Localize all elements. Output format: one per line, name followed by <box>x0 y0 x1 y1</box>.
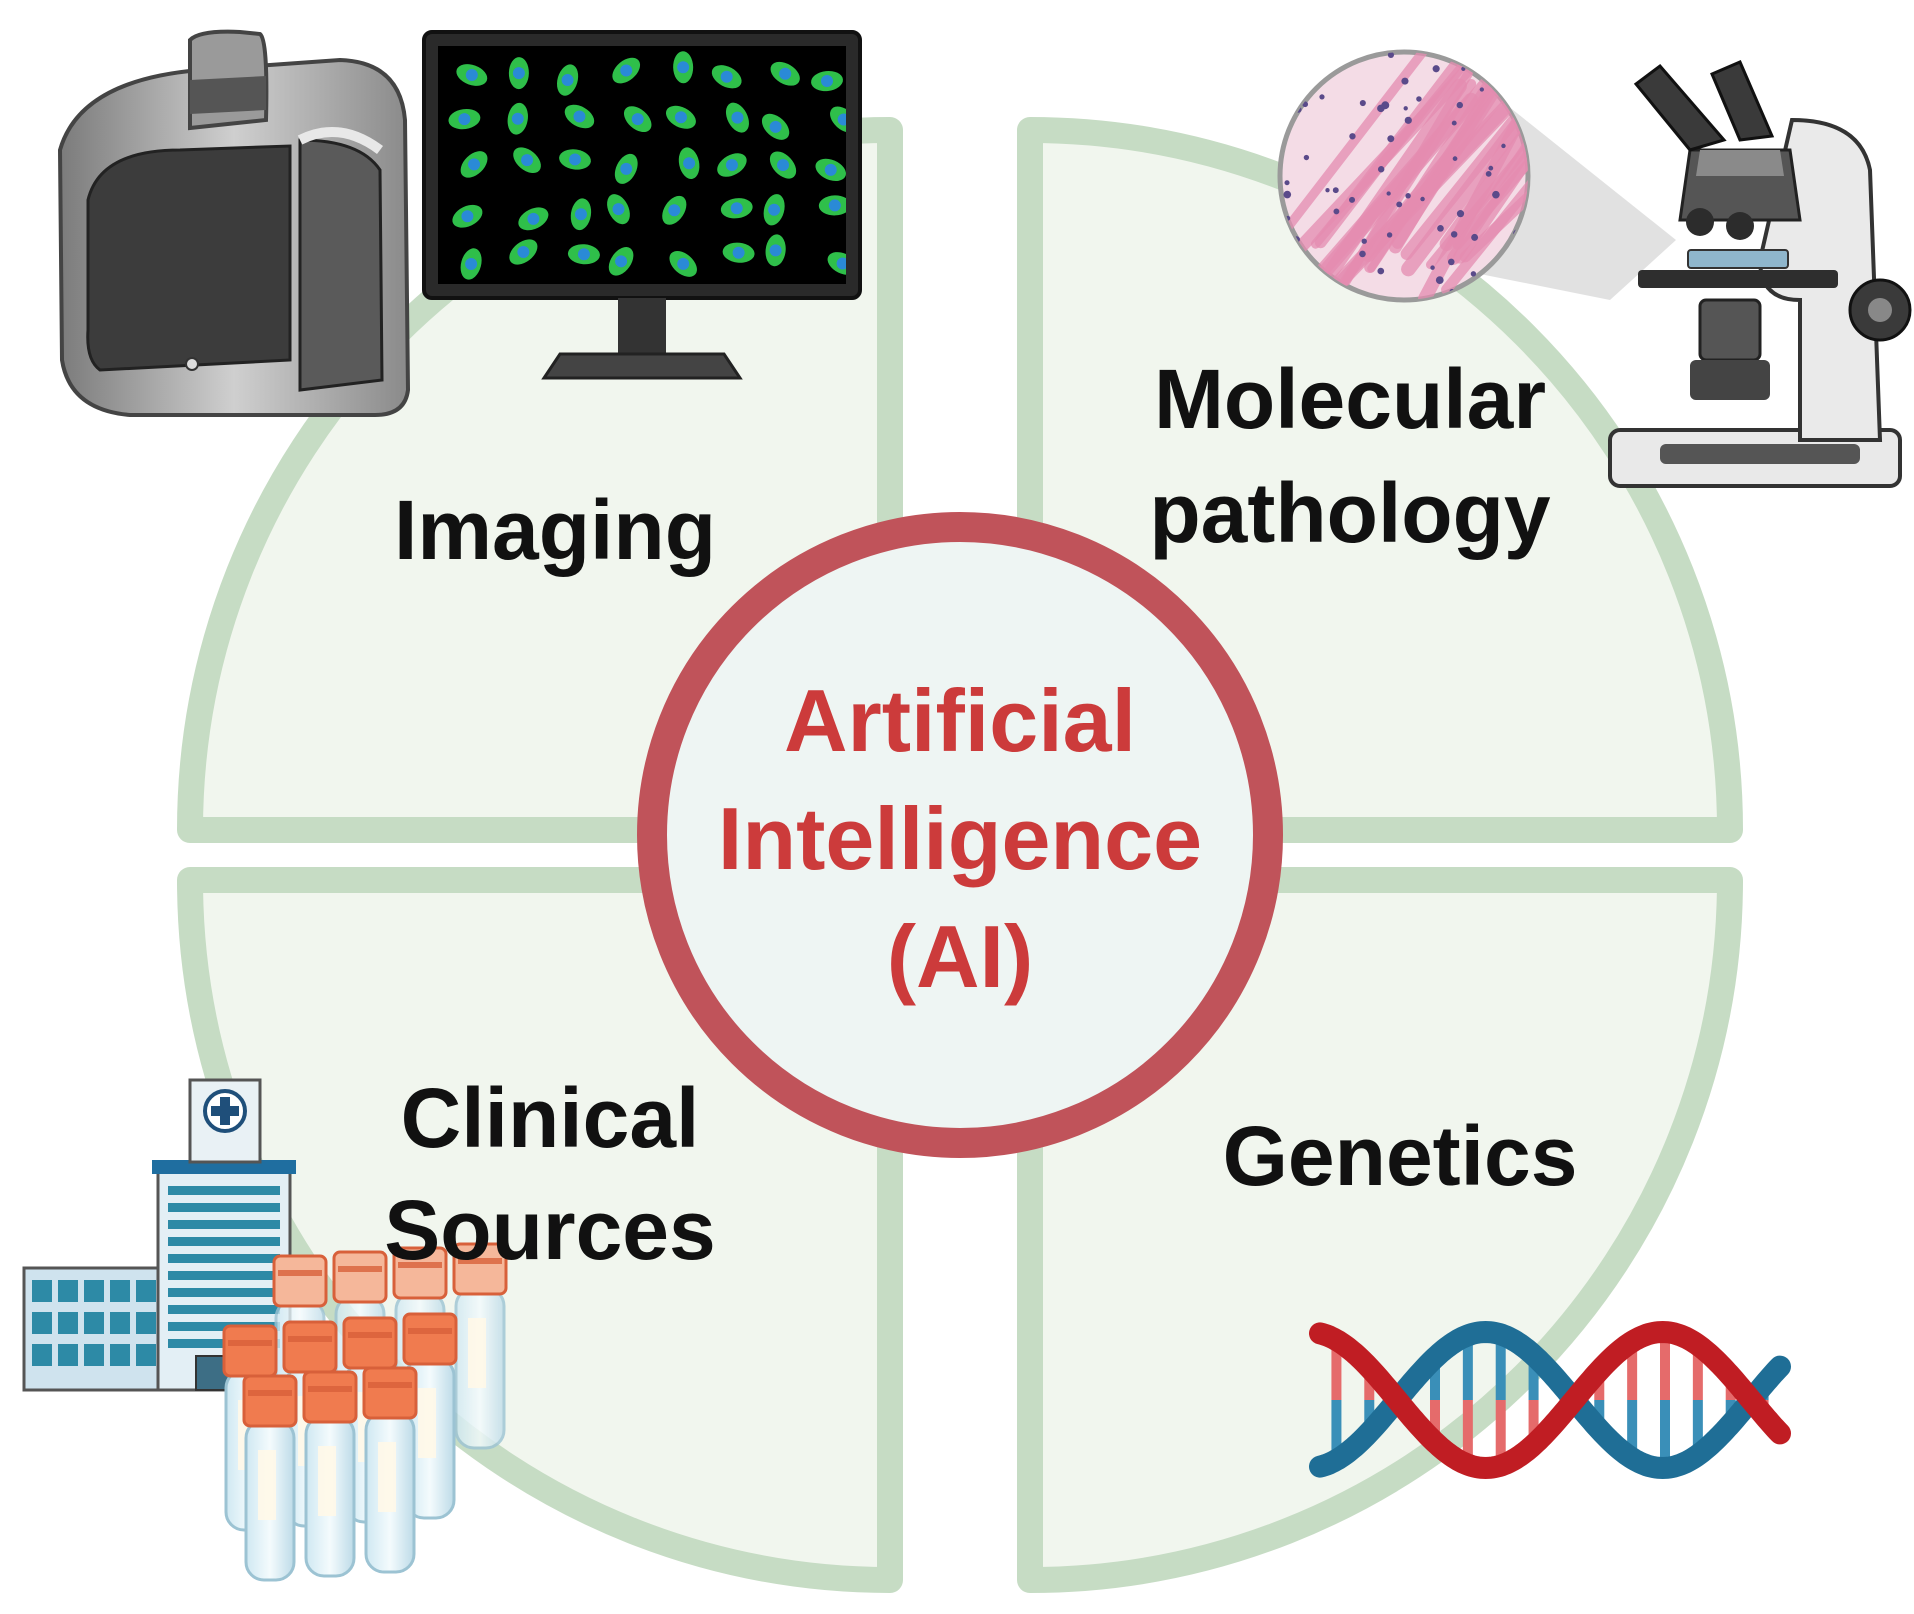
sample-tubes-icon <box>222 1242 508 1582</box>
label-molecular-pathology: Molecular pathology <box>1149 352 1551 560</box>
ai-title-line-1: Artificial <box>783 671 1137 770</box>
monitor-icon <box>422 30 862 380</box>
label-genetics: Genetics <box>1222 1109 1578 1203</box>
scanner-icon <box>57 29 411 417</box>
dna-helix-icon <box>1309 1320 1791 1480</box>
microscope-icon <box>1608 60 1912 488</box>
ai-title-line-2: Intelligence <box>717 789 1203 888</box>
ai-center-circle <box>637 512 1283 1158</box>
fluorescent-cells-icon <box>448 51 846 280</box>
label-imaging: Imaging <box>393 483 716 577</box>
label-clinical-sources: Clinical Sources <box>384 1071 716 1277</box>
ai-title: Artificial Intelligence (AI) <box>660 662 1260 1016</box>
tissue-slide-icon <box>1277 49 1676 303</box>
ai-title-line-3: (AI) <box>886 907 1034 1006</box>
